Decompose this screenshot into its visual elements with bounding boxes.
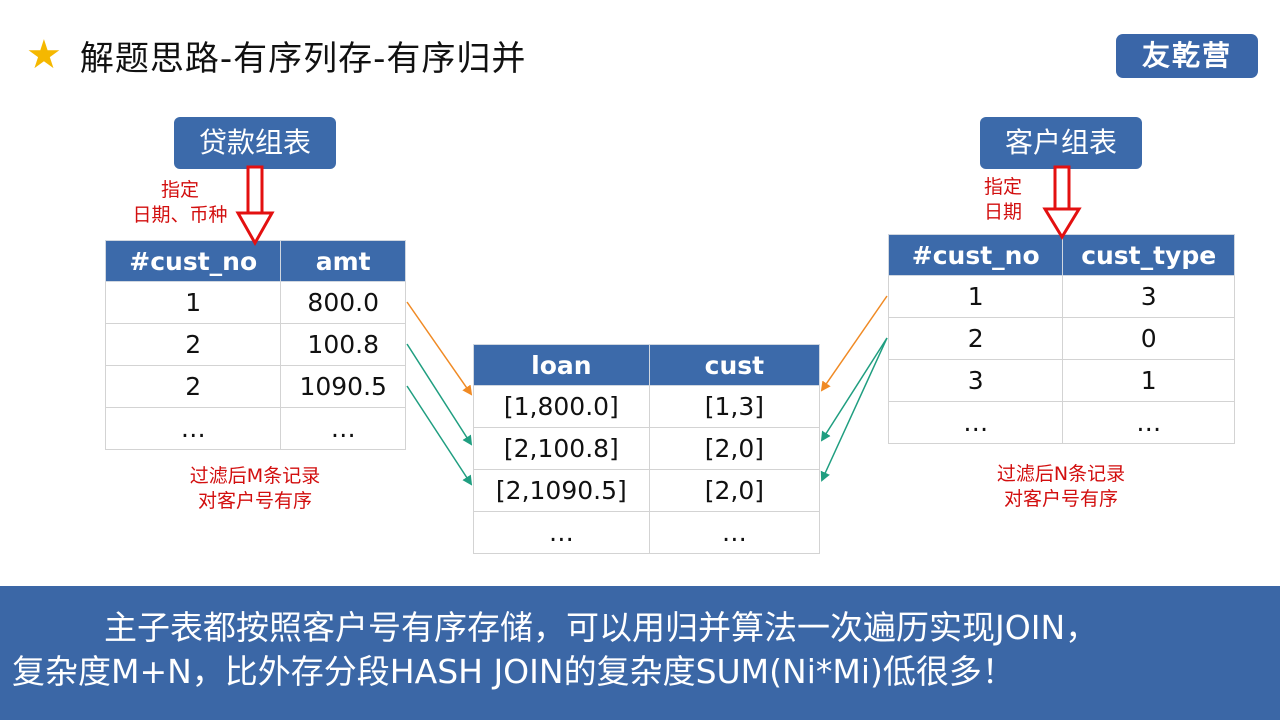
table-header-row: #cust_no cust_type xyxy=(887,234,1235,276)
cust-filter-note: 指定 日期 xyxy=(968,175,1038,225)
table-cell: 0 xyxy=(1062,317,1235,360)
arrow-loan-row1 xyxy=(406,301,473,396)
column-header: cust xyxy=(648,344,821,386)
table-row: 2 1090.5 xyxy=(104,365,406,408)
column-header: #cust_no xyxy=(104,240,282,282)
summary-line: 复杂度M+N，比外存分段HASH JOIN的复杂度SUM(Ni*Mi)低很多！ xyxy=(12,652,1015,691)
cust-records-note-line: 过滤后N条记录 xyxy=(996,463,1126,485)
table-cell: 3 xyxy=(1062,275,1235,318)
table-cell: [1,800.0] xyxy=(473,385,650,428)
table-row: [1,800.0] [1,3] xyxy=(473,385,821,428)
table-cell: 2 xyxy=(887,317,1064,360)
summary-line: 主子表都按照客户号有序存储，可以用归并算法一次遍历实现JOIN， xyxy=(104,608,1099,647)
arrow-loan-row2 xyxy=(406,343,473,446)
table-cell: [2,0] xyxy=(648,469,821,512)
table-cell: 3 xyxy=(887,359,1064,402)
cust-records-note: 过滤后N条记录 对客户号有序 xyxy=(966,462,1156,512)
cust-table-tag: 客户组表 xyxy=(980,117,1142,169)
table-cell: 100.8 xyxy=(280,323,406,366)
table-row: 1 800.0 xyxy=(104,281,406,324)
table-cell: [1,3] xyxy=(648,385,821,428)
table-row: 3 1 xyxy=(887,359,1235,402)
table-cell: … xyxy=(648,511,821,554)
loan-table: #cust_no amt 1 800.0 2 100.8 2 1090.5 … … xyxy=(104,240,406,450)
table-cell: 1 xyxy=(104,281,282,324)
arrow-cust-row2b xyxy=(820,337,888,482)
table-cell: [2,100.8] xyxy=(473,427,650,470)
column-header: cust_type xyxy=(1062,234,1235,276)
column-header: loan xyxy=(473,344,650,386)
loan-records-note-line: 对客户号有序 xyxy=(197,490,312,512)
loan-table-tag: 贷款组表 xyxy=(174,117,336,169)
table-cell: … xyxy=(887,401,1064,444)
table-row: … … xyxy=(887,401,1235,444)
loan-records-note-line: 过滤后M条记录 xyxy=(189,465,321,487)
table-cell: 1090.5 xyxy=(280,365,406,408)
header: ★ 解题思路-有序列存-有序归并 xyxy=(26,30,526,80)
loan-filter-note-line: 指定 xyxy=(160,179,199,201)
table-cell: 1 xyxy=(887,275,1064,318)
loan-filter-note-line: 日期、币种 xyxy=(132,204,228,226)
summary-banner: 主子表都按照客户号有序存储，可以用归并算法一次遍历实现JOIN， 复杂度M+N，… xyxy=(0,586,1280,720)
arrow-cust-row2a xyxy=(820,337,888,442)
star-icon: ★ xyxy=(26,32,62,78)
table-row: 1 3 xyxy=(887,275,1235,318)
cust-filter-note-line: 指定 xyxy=(983,176,1022,198)
table-cell: … xyxy=(280,407,406,450)
cust-table: #cust_no cust_type 1 3 2 0 3 1 … … xyxy=(887,234,1235,444)
down-arrow-icon xyxy=(1042,165,1082,240)
table-row: 2 0 xyxy=(887,317,1235,360)
arrow-loan-row3 xyxy=(406,385,473,486)
loan-filter-note: 指定 日期、币种 xyxy=(110,178,250,228)
table-row: … … xyxy=(473,511,821,554)
cust-records-note-line: 对客户号有序 xyxy=(1003,488,1118,510)
page-title: 解题思路-有序列存-有序归并 xyxy=(79,38,527,79)
down-arrow-icon xyxy=(235,165,275,247)
result-table: loan cust [1,800.0] [1,3] [2,100.8] [2,0… xyxy=(473,344,821,554)
table-row: … … xyxy=(104,407,406,450)
table-row: [2,1090.5] [2,0] xyxy=(473,469,821,512)
cust-filter-note-line: 日期 xyxy=(983,201,1022,223)
column-header: #cust_no xyxy=(887,234,1064,276)
arrow-cust-row1 xyxy=(820,295,888,392)
table-cell: [2,1090.5] xyxy=(473,469,650,512)
table-row: 2 100.8 xyxy=(104,323,406,366)
table-cell: 2 xyxy=(104,365,282,408)
table-cell: … xyxy=(104,407,282,450)
loan-records-note: 过滤后M条记录 对客户号有序 xyxy=(160,464,350,514)
column-header: amt xyxy=(280,240,406,282)
table-cell: 1 xyxy=(1062,359,1235,402)
table-cell: 800.0 xyxy=(280,281,406,324)
table-header-row: #cust_no amt xyxy=(104,240,406,282)
table-header-row: loan cust xyxy=(473,344,821,386)
table-cell: 2 xyxy=(104,323,282,366)
brand-logo: 友乾营 xyxy=(1116,34,1258,78)
table-cell: … xyxy=(1062,401,1235,444)
